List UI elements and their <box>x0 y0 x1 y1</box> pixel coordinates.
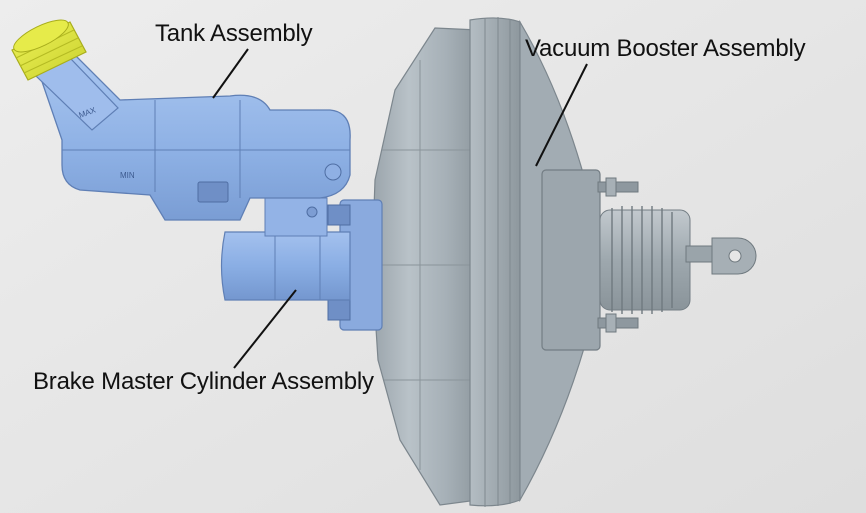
fluid-reservoir: MAX MIN <box>11 19 351 221</box>
min-mark: MIN <box>120 171 135 180</box>
brake-master-cylinder <box>220 197 383 331</box>
vacuum-booster <box>371 17 757 507</box>
booster-flange <box>541 169 601 351</box>
tank-assembly-label: Tank Assembly <box>155 20 313 47</box>
pushrod <box>685 237 757 275</box>
vacuum-booster-label: Vacuum Booster Assembly <box>525 35 806 62</box>
cylinder-leader-line <box>233 289 297 369</box>
booster-rim <box>469 17 521 507</box>
pushrod-bellows <box>599 206 691 314</box>
booster-cone-seams <box>376 149 478 381</box>
master-cylinder-label: Brake Master Cylinder Assembly <box>33 368 374 395</box>
tank-leader-line <box>212 48 249 99</box>
booster-leader-line <box>535 63 588 167</box>
leader-lines <box>212 48 588 369</box>
booster-rim-lines <box>484 17 511 507</box>
reservoir-cap <box>11 19 87 81</box>
mounting-studs <box>597 177 639 333</box>
